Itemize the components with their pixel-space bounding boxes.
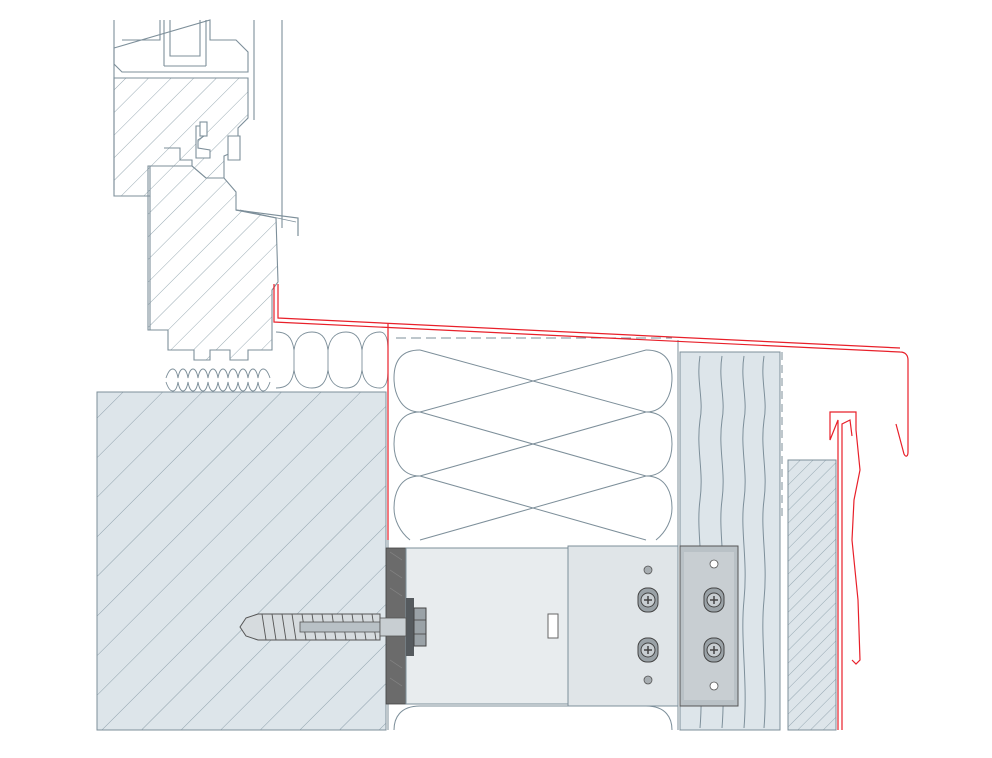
sill-flashing: [273, 284, 909, 730]
facade-cladding: [787, 459, 837, 731]
window-sill-insulation: [165, 331, 389, 392]
console-bracket: [385, 545, 739, 707]
wall-anchor: [239, 598, 427, 656]
window-frame: [113, 19, 299, 361]
timber-board: [679, 351, 783, 731]
concrete-wall: [96, 391, 387, 731]
screw: [637, 587, 725, 663]
